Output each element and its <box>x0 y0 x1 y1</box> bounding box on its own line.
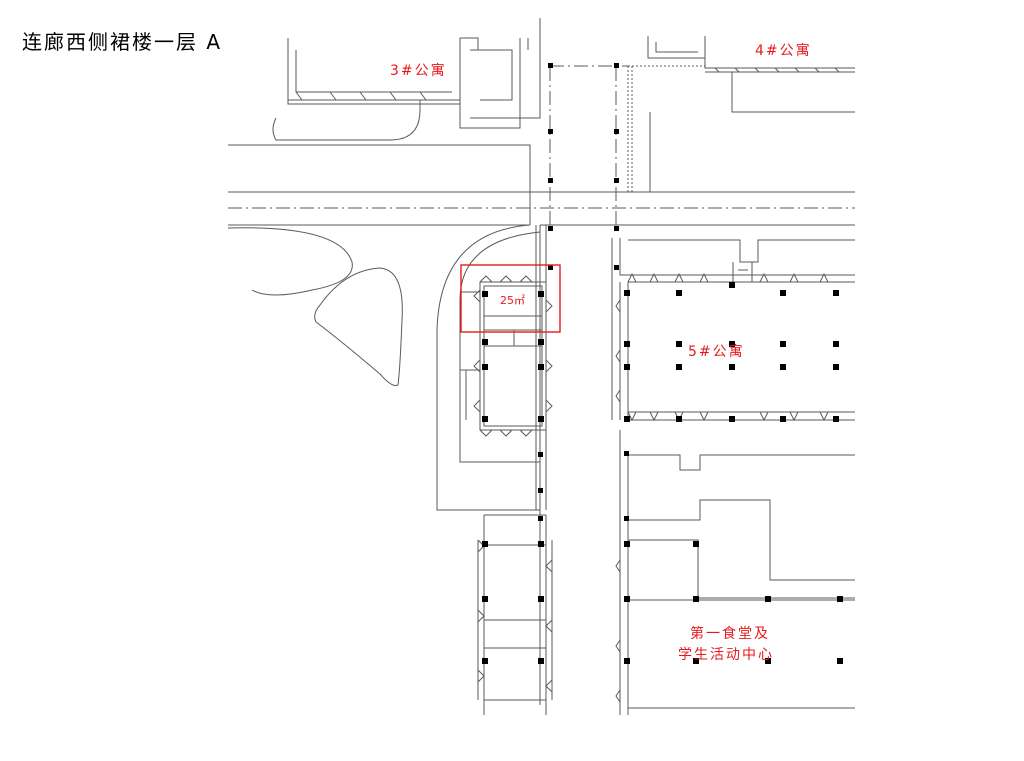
page-title: 连廊西侧裙楼一层 A <box>22 30 223 54</box>
plan-linework <box>227 18 855 715</box>
label-apt-3: 3#公寓 <box>390 63 447 79</box>
label-apt-5: 5#公寓 <box>688 344 745 360</box>
area-label: 25㎡ <box>500 294 525 307</box>
structural-columns <box>482 63 843 664</box>
label-canteen-line2: 学生活动中心 <box>678 647 774 663</box>
label-canteen-line1: 第一食堂及 <box>690 626 770 642</box>
label-apt-4: 4#公寓 <box>755 43 812 59</box>
highlight-box <box>460 264 561 333</box>
